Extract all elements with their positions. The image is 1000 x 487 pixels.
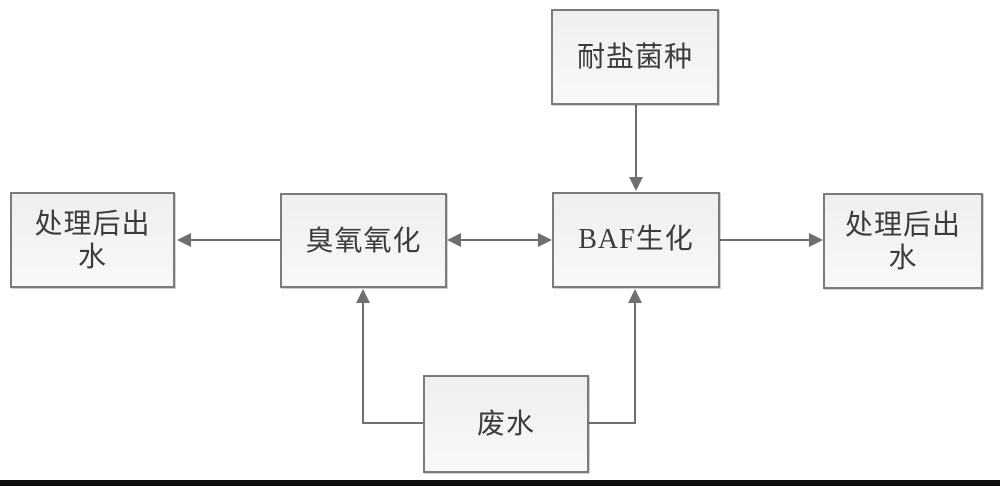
node-baf-biochemical: BAF生化 xyxy=(552,192,720,288)
bottom-black-rule xyxy=(0,480,1000,486)
arrowhead-right-into-effluent-right xyxy=(809,233,823,247)
arrowhead-right-into-baf xyxy=(538,233,552,247)
arrowhead-down-into-baf xyxy=(629,177,643,191)
edge-wastewater-to-baf xyxy=(589,302,636,424)
edge-wastewater-to-ozone xyxy=(362,302,423,424)
arrowhead-up-into-ozone xyxy=(356,289,370,303)
node-salt-tolerant-strain: 耐盐菌种 xyxy=(551,9,719,105)
arrowhead-left-into-ozone xyxy=(447,233,461,247)
node-treated-effluent-right: 处理后出 水 xyxy=(823,193,983,289)
node-ozone-oxidation: 臭氧氧化 xyxy=(280,193,447,288)
arrowhead-up-into-baf xyxy=(628,289,642,303)
node-treated-effluent-left: 处理后出 水 xyxy=(10,192,175,288)
node-wastewater: 废水 xyxy=(423,375,589,473)
arrowhead-left-into-effluent-left xyxy=(177,233,191,247)
